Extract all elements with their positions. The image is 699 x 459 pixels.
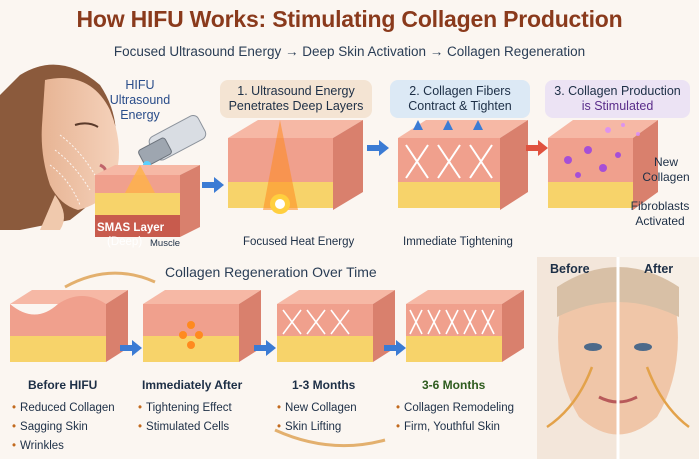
stage1-bullets: •Reduced Collagen •Sagging Skin •Wrinkle…	[12, 399, 115, 456]
curved-arrow-icon	[274, 428, 386, 448]
stage1-heading: Before HIFU	[28, 378, 98, 392]
timeline-title: Collagen Regeneration Over Time	[165, 264, 377, 280]
list-item: •New Collagen	[277, 402, 357, 414]
device-label: HIFU Ultrasound Energy	[100, 78, 180, 123]
step3-line2: is Stimulated	[581, 99, 654, 113]
device-label-line3: Energy	[120, 108, 160, 122]
step1-box: 1. Ultrasound Energy Penetrates Deep Lay…	[220, 80, 372, 118]
step3-box: 3. Collagen Production is Stimulated	[545, 80, 690, 118]
new-collagen-line2: Collagen	[642, 170, 690, 184]
device-label-line1: HIFU	[125, 78, 155, 92]
step2-line2: Contract & Tighten	[408, 99, 512, 113]
arrow-right-icon	[526, 140, 548, 156]
stage3-heading: 1-3 Months	[292, 378, 356, 392]
fibroblasts-note: Fibroblasts Activated	[622, 199, 698, 229]
list-item: •Reduced Collagen	[12, 402, 115, 414]
arrow-right-icon	[254, 340, 276, 356]
arrow-right-icon	[202, 177, 224, 193]
stage1-skin-icon	[10, 290, 128, 362]
list-item: •Tightening Effect	[138, 402, 232, 414]
list-item: •Wrinkles	[12, 440, 64, 452]
arrow-right-icon	[367, 140, 389, 156]
stage3-bullets: •New Collagen •Skin Lifting	[277, 399, 357, 437]
page-subtitle: Focused Ultrasound Energy → Deep Skin Ac…	[113, 44, 586, 59]
curved-arrow-icon	[64, 271, 156, 289]
step1-caption: Focused Heat Energy	[243, 236, 355, 248]
face-illustration	[0, 64, 119, 230]
stage3-skin-icon	[277, 290, 395, 362]
arrow-right-icon	[120, 340, 142, 356]
smas-label: SMAS Layer	[97, 222, 165, 234]
new-collagen-line1: New	[653, 155, 678, 169]
face-comparison-illustration	[537, 257, 699, 459]
step1-line1: 1. Ultrasound Energy	[237, 84, 355, 98]
page-title: How HIFU Works: Stimulating Collagen Pro…	[76, 6, 623, 32]
smas-skin-block-icon	[95, 165, 200, 237]
before-label: Before	[550, 262, 590, 276]
muscle-label: Muscle	[150, 238, 181, 249]
list-item: •Skin Lifting	[277, 421, 342, 433]
device-label-line2: Ultrasound	[109, 93, 171, 107]
new-collagen-note: New Collagen	[632, 155, 699, 185]
stage2-bullets: •Tightening Effect •Stimulated Cells	[138, 399, 232, 437]
skin-cross-section-icon	[398, 120, 528, 210]
skin-cross-section-icon	[228, 120, 363, 214]
stage4-heading: 3-6 Months	[422, 378, 486, 392]
list-item: •Stimulated Cells	[138, 421, 230, 433]
step2-line1: 2. Collagen Fibers	[409, 84, 511, 98]
fibroblasts-line1: Fibroblasts	[630, 199, 690, 213]
after-label: After	[644, 262, 674, 276]
step2-caption: Immediate Tightening	[403, 236, 513, 248]
smas-sublabel: (Deep)	[107, 236, 143, 248]
step1-line2: Penetrates Deep Layers	[228, 99, 364, 113]
step2-box: 2. Collagen Fibers Contract & Tighten	[390, 80, 530, 118]
stage4-bullets: •Collagen Remodeling •Firm, Youthful Ski…	[396, 399, 514, 437]
fibroblasts-line2: Activated	[635, 214, 685, 228]
step3-line1: 3. Collagen Production	[554, 84, 681, 98]
list-item: •Firm, Youthful Skin	[396, 421, 500, 433]
list-item: •Collagen Remodeling	[396, 402, 514, 414]
arrow-right-icon	[384, 340, 406, 356]
list-item: •Sagging Skin	[12, 421, 88, 433]
skin-cross-section-icon	[548, 120, 658, 210]
stage4-skin-icon	[406, 290, 524, 362]
stage2-heading: Immediately After	[142, 378, 243, 392]
stage2-skin-icon	[143, 290, 261, 362]
